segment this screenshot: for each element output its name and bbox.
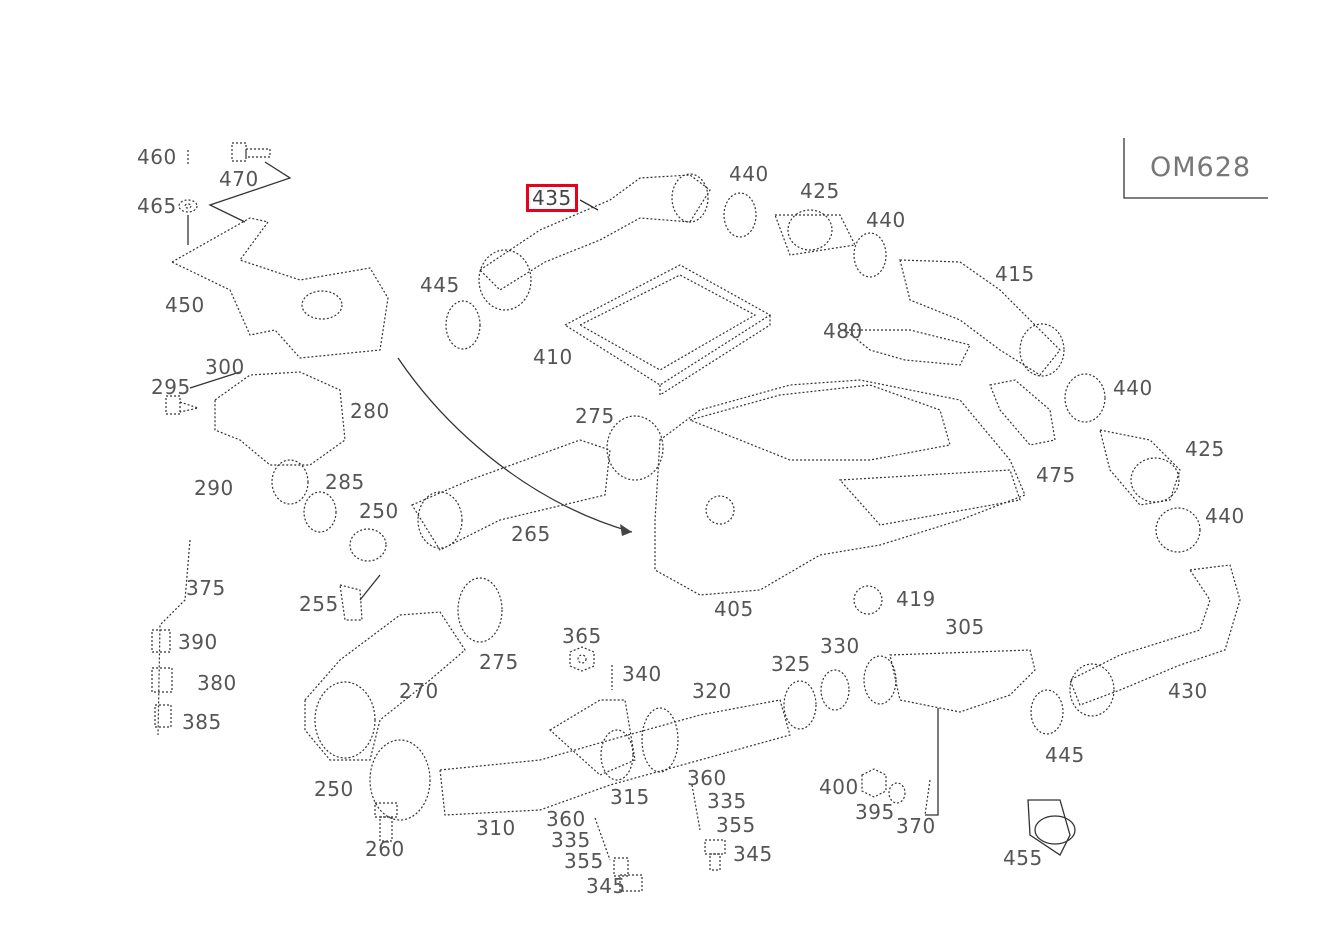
callout-445[interactable]: 445 bbox=[1045, 743, 1085, 767]
clip-icon bbox=[1027, 799, 1076, 856]
callout-275[interactable]: 275 bbox=[575, 404, 615, 428]
callout-385[interactable]: 385 bbox=[182, 710, 222, 734]
callout-445[interactable]: 445 bbox=[420, 273, 460, 297]
callout-480[interactable]: 480 bbox=[823, 319, 863, 343]
callout-450[interactable]: 450 bbox=[165, 293, 205, 317]
hose-430 bbox=[1069, 564, 1241, 706]
callout-475[interactable]: 475 bbox=[1036, 463, 1076, 487]
callout-315[interactable]: 315 bbox=[610, 785, 650, 809]
callout-425[interactable]: 425 bbox=[1185, 437, 1225, 461]
callout-395[interactable]: 395 bbox=[855, 800, 895, 824]
callout-325[interactable]: 325 bbox=[771, 652, 811, 676]
callout-285[interactable]: 285 bbox=[325, 470, 365, 494]
callout-320[interactable]: 320 bbox=[692, 679, 732, 703]
bolt-icon bbox=[231, 142, 271, 162]
bracket-450 bbox=[170, 217, 389, 359]
callout-360[interactable]: 360 bbox=[687, 766, 727, 790]
washer-icon bbox=[178, 199, 198, 213]
pipe-310 bbox=[439, 699, 791, 816]
callout-425[interactable]: 425 bbox=[800, 179, 840, 203]
leader-470 bbox=[208, 161, 292, 223]
nut-icon bbox=[569, 646, 595, 672]
callout-419[interactable]: 419 bbox=[896, 587, 936, 611]
callout-260[interactable]: 260 bbox=[365, 837, 405, 861]
hose-435 bbox=[479, 174, 711, 291]
hose-270 bbox=[304, 611, 466, 761]
callout-465[interactable]: 465 bbox=[137, 194, 177, 218]
callout-290[interactable]: 290 bbox=[194, 476, 234, 500]
callout-430[interactable]: 430 bbox=[1168, 679, 1208, 703]
mercedes-star-logo bbox=[705, 495, 735, 525]
callout-355[interactable]: 355 bbox=[716, 813, 756, 837]
callout-380[interactable]: 380 bbox=[197, 671, 237, 695]
callout-340[interactable]: 340 bbox=[622, 662, 662, 686]
bolt-icon bbox=[374, 802, 398, 842]
callout-415[interactable]: 415 bbox=[995, 262, 1035, 286]
callout-335[interactable]: 335 bbox=[707, 789, 747, 813]
callout-435-highlighted[interactable]: 435 bbox=[526, 184, 578, 212]
callout-295[interactable]: 295 bbox=[151, 375, 191, 399]
callout-365[interactable]: 365 bbox=[562, 624, 602, 648]
callout-360[interactable]: 360 bbox=[546, 807, 586, 831]
callout-440[interactable]: 440 bbox=[729, 162, 769, 186]
engine-cover-405 bbox=[654, 379, 1026, 596]
nut-icon bbox=[861, 768, 887, 798]
engine-code-frame bbox=[1123, 138, 1268, 199]
callout-400[interactable]: 400 bbox=[819, 775, 859, 799]
callout-470[interactable]: 470 bbox=[219, 167, 259, 191]
callout-310[interactable]: 310 bbox=[476, 816, 516, 840]
callout-345[interactable]: 345 bbox=[586, 874, 626, 898]
bolt-icon bbox=[691, 784, 726, 871]
callout-455[interactable]: 455 bbox=[1003, 846, 1043, 870]
callout-345[interactable]: 345 bbox=[733, 842, 773, 866]
callout-370[interactable]: 370 bbox=[896, 814, 936, 838]
callout-250[interactable]: 250 bbox=[359, 499, 399, 523]
callout-440[interactable]: 440 bbox=[1205, 504, 1245, 528]
callout-440[interactable]: 440 bbox=[1113, 376, 1153, 400]
callout-460[interactable]: 460 bbox=[137, 145, 177, 169]
callout-405[interactable]: 405 bbox=[714, 597, 754, 621]
callout-410[interactable]: 410 bbox=[533, 345, 573, 369]
callout-255[interactable]: 255 bbox=[299, 592, 339, 616]
bolt-icon bbox=[594, 817, 643, 892]
callout-390[interactable]: 390 bbox=[178, 630, 218, 654]
callout-330[interactable]: 330 bbox=[820, 634, 860, 658]
callout-270[interactable]: 270 bbox=[399, 679, 439, 703]
callout-275[interactable]: 275 bbox=[479, 650, 519, 674]
callout-280[interactable]: 280 bbox=[350, 399, 390, 423]
callout-300[interactable]: 300 bbox=[205, 355, 245, 379]
callout-250[interactable]: 250 bbox=[314, 777, 354, 801]
callout-375[interactable]: 375 bbox=[186, 576, 226, 600]
callout-440[interactable]: 440 bbox=[866, 208, 906, 232]
callout-305[interactable]: 305 bbox=[945, 615, 985, 639]
engine-code-label: OM628 bbox=[1150, 152, 1252, 183]
assembly-arrow bbox=[397, 357, 633, 533]
callout-335[interactable]: 335 bbox=[551, 828, 591, 852]
callout-265[interactable]: 265 bbox=[511, 522, 551, 546]
intercooler-410 bbox=[563, 264, 772, 386]
callout-355[interactable]: 355 bbox=[564, 849, 604, 873]
